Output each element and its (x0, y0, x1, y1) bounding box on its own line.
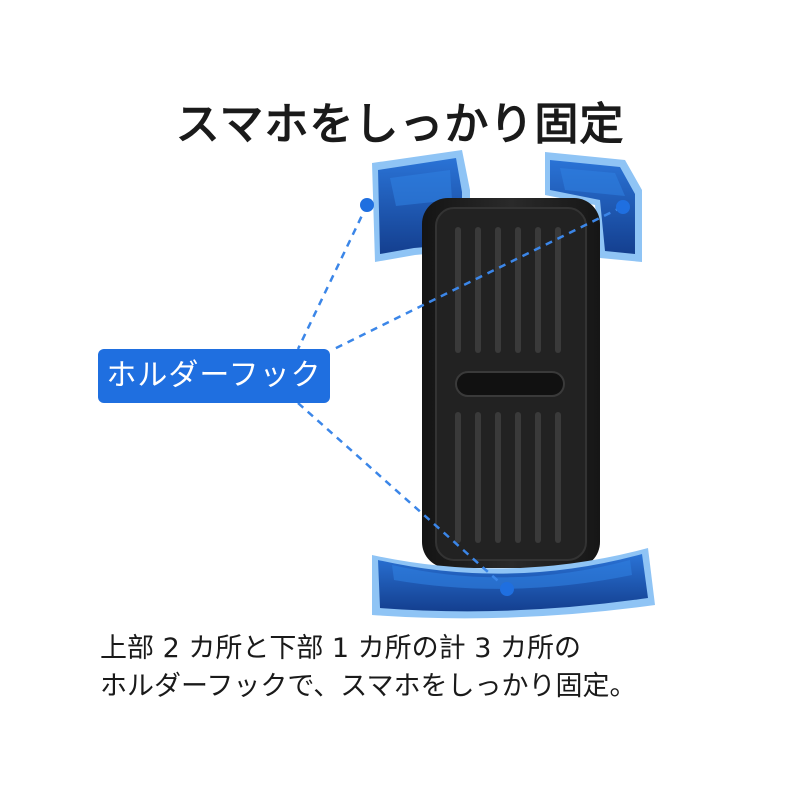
page-title: スマホをしっかり固定 (175, 99, 625, 150)
bottom-hook (372, 548, 655, 619)
marker-dot-top-left (360, 198, 374, 212)
holder-hook-label: ホルダーフック (98, 349, 330, 403)
description-line-2: ホルダーフックで、スマホをしっかり固定。 (100, 671, 637, 702)
description-line-1: 上部 2 カ所と下部 1 カ所の計 3 カ所の (100, 633, 582, 664)
top-right-hook (545, 152, 642, 262)
description: 上部 2 カ所と下部 1 カ所の計 3 カ所の ホルダーフックで、スマホをしっか… (100, 630, 760, 706)
marker-dot-bottom (500, 582, 514, 596)
leader-lines (296, 204, 623, 589)
holder-pad (422, 198, 600, 568)
marker-dot-top-right (616, 200, 630, 214)
